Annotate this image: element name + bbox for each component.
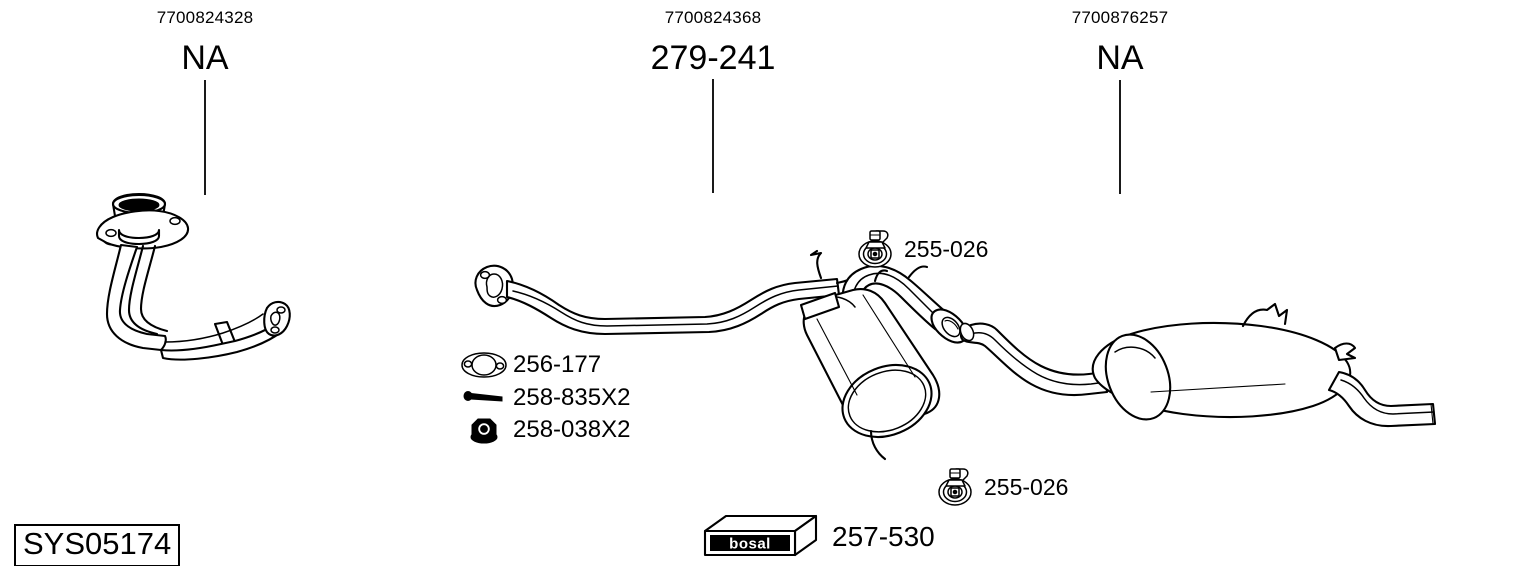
hanger-label-top: 255-026 <box>904 235 989 262</box>
bosal-part-label: 257-530 <box>832 521 935 552</box>
leader-line-1 <box>204 80 206 195</box>
small-part-label-nut: 258-038X2 <box>513 416 631 443</box>
bosal-brand-block: bosal 257-530 <box>702 513 935 561</box>
oe-reference-2: 7700824368 <box>664 8 762 27</box>
bolt-icon <box>455 387 513 409</box>
small-part-label-bolt: 258-835X2 <box>513 384 631 411</box>
rear-silencer-assembly <box>955 300 1445 455</box>
leader-line-2 <box>712 79 714 193</box>
small-part-label-gasket: 256-177 <box>513 351 602 378</box>
oe-reference-1: 7700824328 <box>156 8 254 27</box>
small-part-row-bolt: 258-835X2 <box>455 383 630 413</box>
hanger-label-bottom: 255-026 <box>984 473 1069 500</box>
rear-silencer-hanger-bracket <box>1333 342 1357 362</box>
gasket-icon <box>455 350 513 380</box>
middle-silencer-end-cap <box>841 364 933 438</box>
leader-line-3 <box>1119 80 1121 194</box>
small-part-row-nut: 258-038X2 <box>455 415 630 445</box>
centre-pipe-and-middle-silencer <box>465 215 1005 490</box>
centre-pipe-body <box>505 277 841 336</box>
bosal-box-logo: bosal <box>702 513 820 561</box>
system-code-box: SYS05174 <box>14 524 181 566</box>
oe-reference-3: 7700876257 <box>1071 8 1169 27</box>
rubber-mount-icon <box>856 228 896 270</box>
part-code-2: 279-241 <box>650 39 776 77</box>
part-code-1: NA <box>181 39 229 77</box>
small-part-row-gasket: 256-177 <box>455 350 601 380</box>
rear-silencer-inlet-pipe <box>960 322 1109 397</box>
flange-nut-icon <box>455 414 513 446</box>
svg-text:bosal: bosal <box>729 536 771 553</box>
hanger-callout-bottom: 255-026 <box>936 466 1068 508</box>
rear-silencer-tailpipe <box>1327 370 1437 428</box>
middle-silencer-hanger-front <box>809 249 823 280</box>
middle-silencer-hanger-rear <box>869 429 887 461</box>
part-code-3: NA <box>1096 39 1144 77</box>
rear-silencer-end-cap <box>1104 333 1172 421</box>
hanger-callout-top: 255-026 <box>856 228 988 270</box>
rubber-mount-icon <box>936 466 976 508</box>
rear-silencer-hanger-top <box>1241 302 1289 328</box>
front-pipe-assembly <box>95 190 305 361</box>
